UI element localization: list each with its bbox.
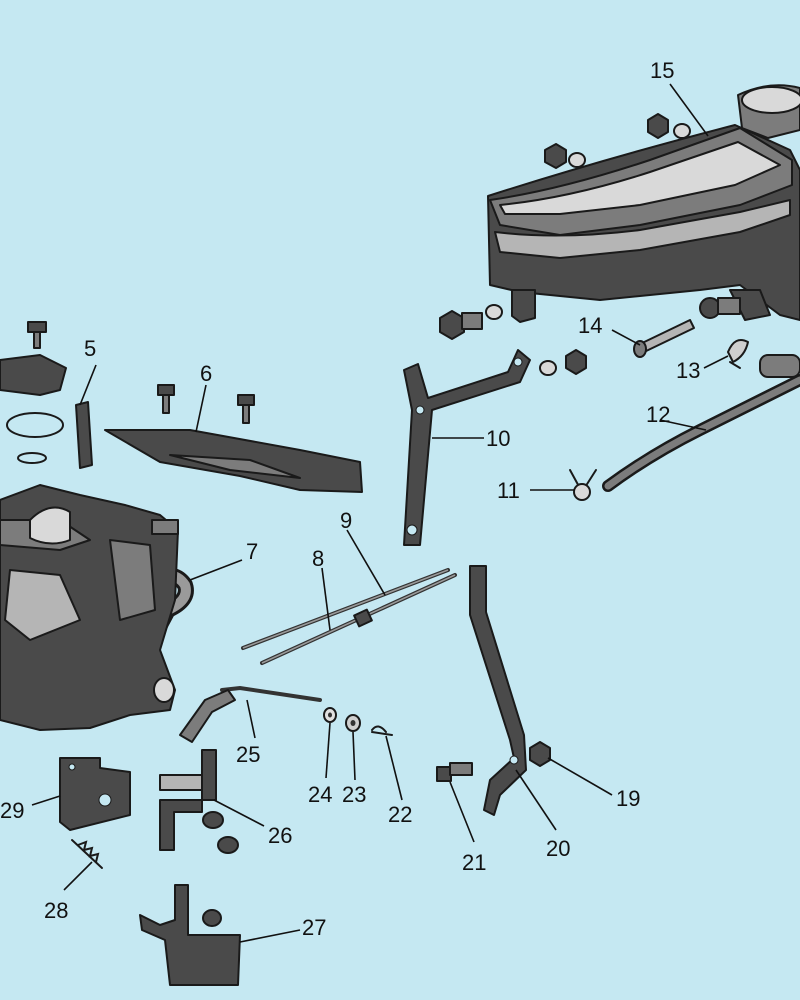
callout-12: 12 [646, 402, 670, 427]
callout-13: 13 [676, 358, 700, 383]
callout-27: 27 [302, 915, 326, 940]
callout-7: 7 [246, 539, 258, 564]
part-14-bolt [633, 319, 695, 358]
callout-numbers: 15 14 13 12 11 10 9 8 7 6 5 19 20 21 22 … [0, 58, 700, 940]
part-22-pin [371, 725, 393, 736]
part-13-clip [727, 339, 749, 369]
part-6-bolt-right [237, 394, 255, 424]
callout-24: 24 [308, 782, 332, 807]
part-8-rod [241, 568, 450, 650]
callout-23: 23 [342, 782, 366, 807]
callout-8: 8 [312, 546, 324, 571]
part-27-bracket [139, 884, 241, 986]
part-23-washer [345, 714, 361, 732]
part-6-bolt-left [157, 384, 175, 414]
part-12-fuel-hose [602, 354, 800, 492]
part-10-bracket [403, 349, 531, 546]
carburetor-body [0, 484, 179, 731]
part-25-link-rod [179, 685, 322, 743]
callout-21: 21 [462, 850, 486, 875]
left-small-parts [0, 321, 67, 464]
part-26-bracket [159, 749, 239, 854]
tank-bolt-right [699, 297, 741, 319]
tank-nut-upper-left [544, 143, 586, 169]
part-29-plate [59, 757, 131, 831]
callout-28: 28 [44, 898, 68, 923]
tank-bolt-left [439, 304, 503, 340]
part-5-gasket [75, 401, 93, 469]
fuel-tank [487, 84, 800, 323]
part-19-nut [529, 741, 551, 767]
callout-10: 10 [486, 426, 510, 451]
callout-22: 22 [388, 802, 412, 827]
callout-5: 5 [84, 336, 96, 361]
part-20-lever [469, 565, 527, 816]
part-28-spring [71, 839, 103, 869]
leader-lines [31, 83, 729, 943]
part-11-hose-clip [569, 469, 597, 501]
callout-19: 19 [616, 786, 640, 811]
tank-nut-mid [539, 349, 587, 376]
callout-6: 6 [200, 361, 212, 386]
callout-29: 29 [0, 798, 24, 823]
callout-11: 11 [497, 478, 520, 503]
part-6-cover [104, 384, 363, 493]
callout-9: 9 [340, 508, 352, 533]
callout-25: 25 [236, 742, 260, 767]
part-24-washer [323, 707, 337, 723]
part-9-rod [260, 573, 457, 665]
callout-26: 26 [268, 823, 292, 848]
callout-15: 15 [650, 58, 674, 83]
part-21-bolt [436, 762, 473, 782]
tank-nut-upper-right [647, 113, 691, 139]
callout-14: 14 [578, 313, 602, 338]
callout-20: 20 [546, 836, 570, 861]
